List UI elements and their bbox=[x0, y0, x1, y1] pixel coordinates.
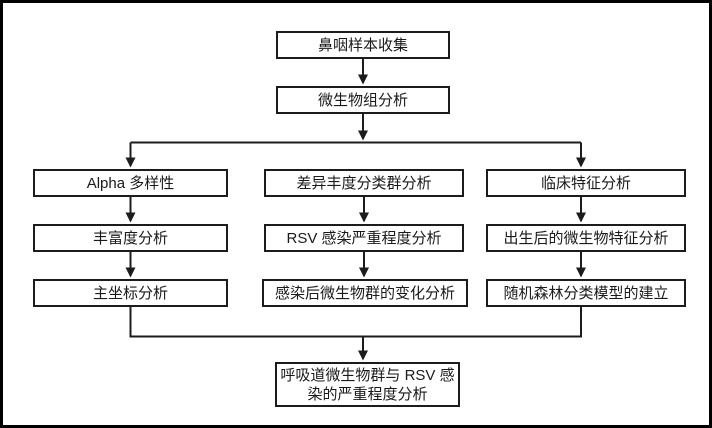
flow-node-final-severity-analysis: 呼吸道微生物群与 RSV 感染的严重程度分析 bbox=[275, 362, 460, 407]
flow-connectors bbox=[125, 59, 586, 361]
flow-node-microbiome-analysis: 微生物组分析 bbox=[276, 86, 450, 114]
flow-node-alpha-diversity: Alpha 多样性 bbox=[33, 169, 228, 197]
flow-node-random-forest-model: 随机森林分类模型的建立 bbox=[486, 279, 686, 307]
flow-node-pcoa-analysis: 主坐标分析 bbox=[33, 279, 228, 307]
flow-node-richness-analysis: 丰富度分析 bbox=[33, 224, 228, 252]
flow-node-differential-abundance: 差异丰度分类群分析 bbox=[264, 169, 464, 197]
flow-node-clinical-features: 临床特征分析 bbox=[486, 169, 686, 197]
flow-node-rsv-severity: RSV 感染严重程度分析 bbox=[264, 224, 464, 252]
flow-node-sample-collection: 鼻咽样本收集 bbox=[276, 31, 450, 59]
flow-node-post-infection-change: 感染后微生物群的变化分析 bbox=[262, 279, 468, 307]
flow-node-postnatal-microbial: 出生后的微生物特征分析 bbox=[486, 224, 686, 252]
